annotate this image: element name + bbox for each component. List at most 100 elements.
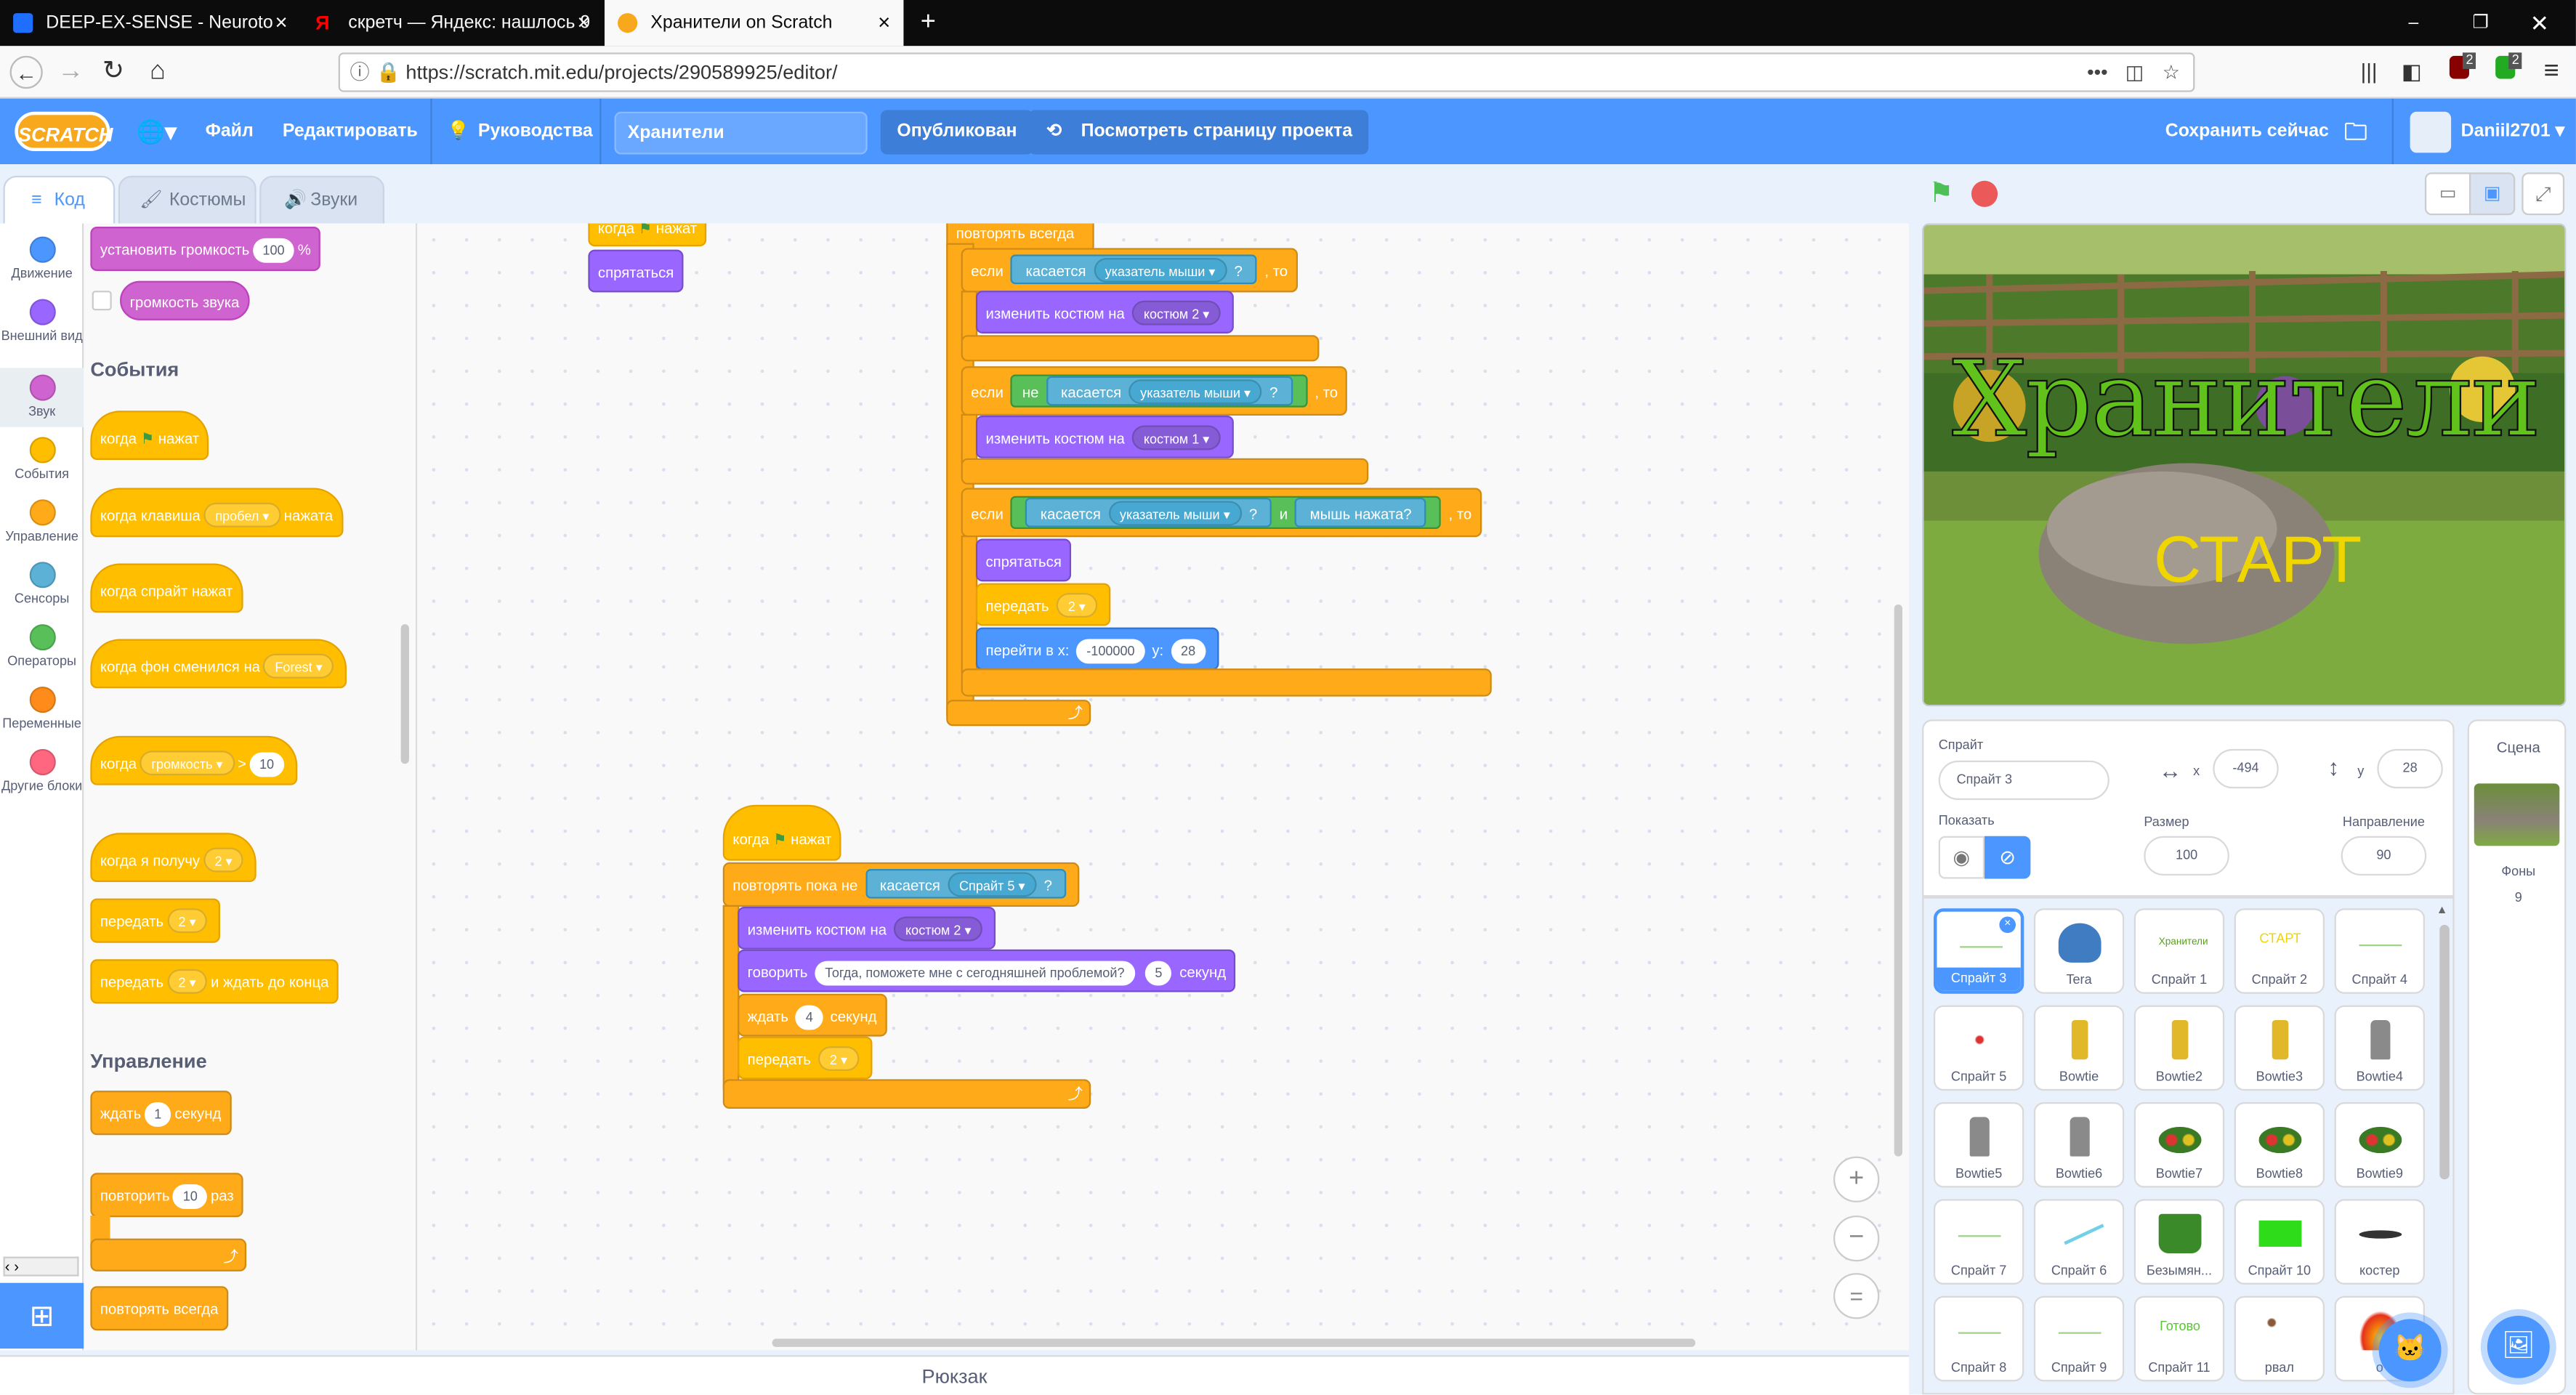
sprite-list-scrollbar[interactable] [2439,924,2450,1180]
forever-block[interactable]: повторять всегда [90,1286,229,1331]
menu-edit[interactable]: Редактировать [282,121,418,142]
palette-scrollbar-horizontal[interactable]: ‹ › [3,1256,79,1277]
volume-monitor-checkbox[interactable] [92,291,112,311]
backdrop-dropdown[interactable]: Forest ▾ [263,653,334,679]
sprite-tile[interactable]: Bowtie4 [2334,1005,2425,1091]
menu-file[interactable]: Файл [205,121,254,142]
normal-stage-icon[interactable]: ▣ [2468,172,2516,216]
touching-sensor[interactable]: касается указатель мыши ▾ ? [1011,254,1258,285]
page-actions-icon[interactable]: ••• [2087,60,2108,84]
switch-costume-block[interactable]: изменить костюм на костюм 2 ▾ [738,906,996,950]
scripts-scrollbar-vertical[interactable] [1894,604,1903,1157]
sprite-tile[interactable]: Спрайт 8 [1933,1295,2024,1382]
sprite-tile[interactable]: Спрайт 9 [2033,1295,2125,1382]
library-icon[interactable]: ||| [2360,59,2378,84]
window-close-icon[interactable]: ✕ [2529,9,2550,36]
sprite-name-field[interactable]: Спрайт 3 [1938,760,2109,801]
browser-tab[interactable]: Я скретч — Яндекс: нашлось 9 × [302,0,603,46]
add-extension-button[interactable]: ⊞ [0,1282,84,1349]
close-icon[interactable]: × [878,9,891,35]
wait-block[interactable]: ждать 4 секунд [738,993,887,1037]
reload-icon[interactable]: ↻ [102,57,125,86]
tab-costumes[interactable]: 🖌 Костюмы [118,175,257,225]
tab-sounds[interactable]: 🔊 Звуки [259,175,385,225]
sprite-tile[interactable]: Безымян... [2133,1199,2225,1285]
switch-costume-block[interactable]: изменить костюм на костюм 1 ▾ [975,415,1235,458]
message-dropdown[interactable]: 2 ▾ [166,908,208,934]
tab-code[interactable]: ≡ Код [3,175,116,227]
not-operator[interactable]: не касается указатель мыши ▾ ? [1011,374,1308,408]
seconds-input[interactable]: 5 [1144,961,1173,986]
sprite-tile[interactable]: Спрайт 6 [2033,1199,2125,1285]
script3-hat-block[interactable]: когда ⚑ нажат [722,804,842,861]
costume-dropdown[interactable]: костюм 2 ▾ [1132,300,1222,326]
sprite-tile[interactable]: Спрайт 4 [2334,908,2425,994]
sprite-tile[interactable]: Bowtie6 [2033,1101,2125,1188]
hide-block[interactable]: спрятаться [975,538,1072,582]
sprite-tile[interactable]: Спрайт 10 [2234,1199,2325,1285]
browser-tab-active[interactable]: Хранители on Scratch × [604,0,904,46]
stage-selector[interactable]: Сцена Фоны 9 🖼 [2467,719,2567,1395]
my-stuff-folder-icon[interactable]: 🗀 [2344,118,2367,145]
if-block-1[interactable]: если касается указатель мыши ▾ ? , то [961,248,1298,293]
x-input[interactable]: -494 [2213,748,2279,789]
add-sprite-button[interactable]: 🐱 [2378,1319,2442,1382]
broadcast-block[interactable]: передать 2 ▾ [738,1036,872,1080]
show-eye-icon[interactable]: ◉ [1938,836,1985,879]
hamburger-menu-icon[interactable]: ≡ [2543,57,2559,86]
say-for-secs-block[interactable]: говорить Тогда, поможете мне с сегодняшн… [738,949,1236,992]
sprite-tile[interactable]: Bowtie8 [2234,1101,2325,1188]
stop-icon[interactable] [1971,180,1998,207]
username-menu[interactable]: Daniil2701 ▾ [2460,121,2565,142]
message-dropdown[interactable]: 2 ▾ [1056,593,1097,618]
switch-costume-block[interactable]: изменить костюм на костюм 2 ▾ [975,291,1235,333]
category-motion[interactable]: Движение [0,230,84,281]
category-operators[interactable]: Операторы [0,618,84,668]
category-sound[interactable]: Звук [0,368,84,427]
category-sensing[interactable]: Сенсоры [0,555,84,606]
save-now-button[interactable]: Сохранить сейчас [2165,121,2329,142]
sprite-tile[interactable]: Bowtie7 [2133,1101,2225,1188]
forward-icon[interactable]: → [57,57,84,86]
scripts-scrollbar-horizontal[interactable] [772,1338,1696,1347]
info-icon[interactable]: ⓘ [350,60,370,84]
published-button[interactable]: Опубликован [880,110,1034,155]
see-project-page-button[interactable]: ⟲ Посмотреть страницу проекта [1028,110,1369,155]
backpack[interactable]: Рюкзак [0,1355,1910,1395]
mouse-down-sensor[interactable]: мышь нажата? [1295,498,1426,527]
sprite-tile[interactable]: Спрайт 5 [1933,1005,2024,1091]
scroll-up-icon[interactable]: ▲ [2436,905,2448,917]
script1-hat-block[interactable]: когда ⚑ нажат [588,223,707,247]
hide-eye-icon[interactable]: ⊘ [1985,836,2031,879]
block-input[interactable]: 10 [173,1184,208,1209]
category-my-blocks[interactable]: Другие блоки [0,743,84,793]
stage-canvas[interactable]: Хранители СТАРТ [1922,223,2567,707]
key-dropdown[interactable]: пробел ▾ [203,502,281,527]
sidebar-icon[interactable]: ◧ [2401,59,2422,84]
repeat-until-block[interactable]: повторять пока не касается Спрайт 5 ▾ ? [722,862,1081,907]
block-input[interactable]: 10 [249,752,284,777]
touching-sensor[interactable]: касается Спрайт 5 ▾ ? [865,868,1067,899]
size-input[interactable]: 100 [2144,836,2229,876]
loudness-dropdown[interactable]: громкость ▾ [140,751,235,776]
x-input[interactable]: -100000 [1076,639,1145,664]
bookmark-star-icon[interactable]: ☆ [2162,60,2181,84]
y-input[interactable]: 28 [2377,748,2443,789]
costume-dropdown[interactable]: костюм 2 ▾ [894,916,983,942]
object-dropdown[interactable]: Спрайт 5 ▾ [948,872,1037,897]
close-icon[interactable]: × [577,9,590,35]
message-dropdown[interactable]: 2 ▾ [203,847,244,873]
if-block-2[interactable]: если не касается указатель мыши ▾ ? , то [961,366,1348,416]
and-operator[interactable]: касается указатель мыши ▾ ? и мышь нажат… [1011,496,1442,529]
browser-tab[interactable]: DEEP-EX-SENSE - Neuroto × [0,0,301,46]
when-flag-clicked-block[interactable]: когда ⚑ нажат [90,411,209,461]
maximize-icon[interactable]: ❐ [2472,13,2489,33]
sprite-tile[interactable]: Bowtie9 [2334,1101,2425,1188]
